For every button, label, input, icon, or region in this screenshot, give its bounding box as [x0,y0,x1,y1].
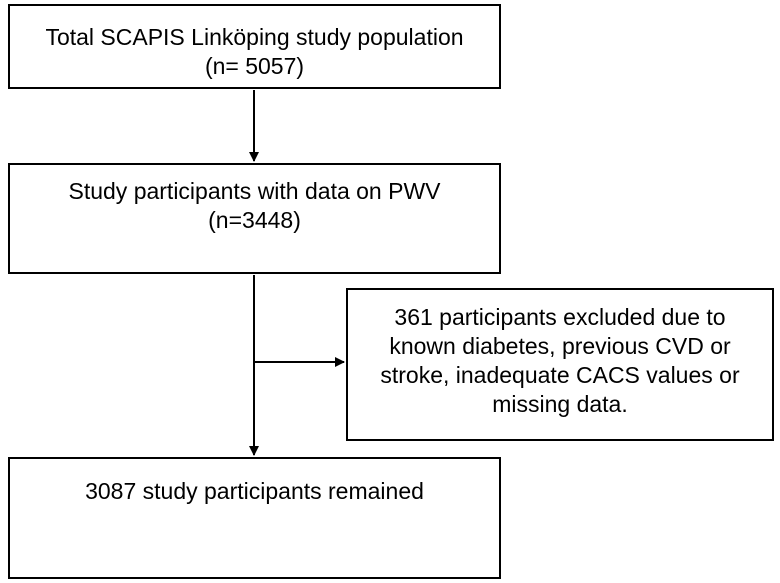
box-pwv-participants-count: (n=3448) [208,207,301,233]
box-excluded-line-1: 361 participants excluded due to [394,304,726,330]
box-total-population-title: Total SCAPIS Linköping study population [45,24,464,50]
box-total-population: Total SCAPIS Linköping study population … [8,4,501,89]
box-pwv-participants: Study participants with data on PWV (n=3… [8,163,501,274]
box-remaining-participants: 3087 study participants remained [8,457,501,579]
box-pwv-participants-title: Study participants with data on PWV [68,178,441,204]
box-excluded-line-4: missing data. [492,391,628,417]
box-total-population-count: (n= 5057) [204,53,305,79]
box-remaining-participants-title: 3087 study participants remained [85,478,424,504]
box-excluded-line-2: known diabetes, previous CVD or [389,333,731,359]
box-excluded-participants: 361 participants excluded due to known d… [346,288,774,441]
box-excluded-line-3: stroke, inadequate CACS values or [380,362,740,388]
